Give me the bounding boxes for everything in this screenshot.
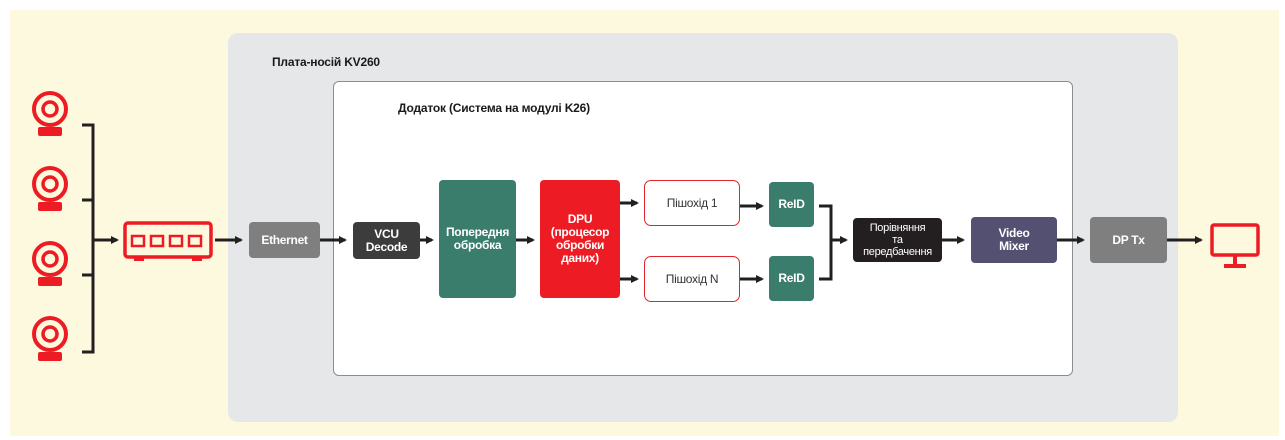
camera-icon	[32, 316, 68, 361]
camera-bracket	[82, 123, 95, 354]
ethernet-block: Ethernet	[249, 222, 320, 258]
pedestrian-n-block: Пішохід N	[644, 256, 740, 302]
application-label: Додаток (Система на модулі K26)	[398, 101, 590, 115]
reid-1-block: ReID	[769, 182, 814, 227]
camera-icon	[32, 166, 68, 211]
dp-tx-block: DP Tx	[1090, 217, 1167, 263]
reid-bracket	[819, 204, 833, 281]
camera-icon	[32, 241, 68, 286]
network-switch-icon	[123, 221, 213, 261]
pedestrian-1-block: Пішохід 1	[644, 180, 740, 226]
preprocessing-block: Попередня обробка	[439, 180, 516, 298]
dpu-block: DPU (процесор обробки даних)	[540, 180, 620, 298]
camera-icon	[32, 91, 68, 136]
compare-predict-block: Порівняння та передбачення	[853, 218, 942, 262]
vcu-decode-block: VCU Decode	[353, 222, 420, 259]
carrier-board-label: Плата-носій KV260	[272, 55, 380, 69]
monitor-icon	[1210, 223, 1260, 268]
reid-n-block: ReID	[769, 256, 814, 301]
application-region	[333, 81, 1073, 376]
video-mixer-block: Video Mixer	[971, 217, 1057, 263]
